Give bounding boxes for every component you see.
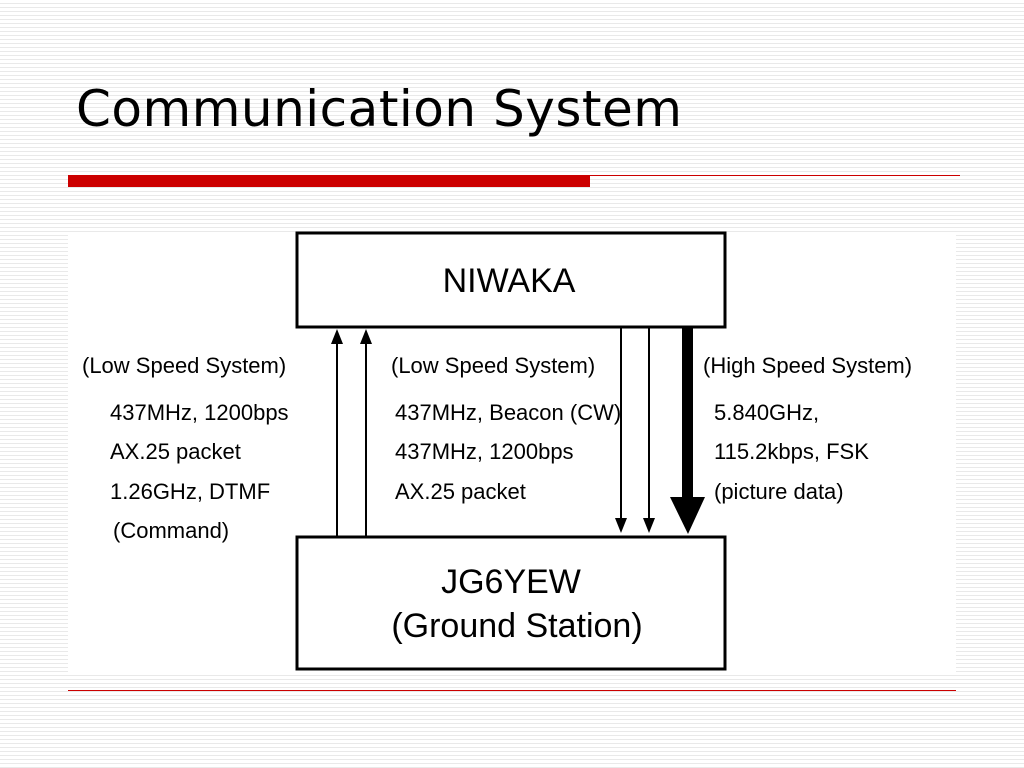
ground-station-box-frame xyxy=(295,535,727,671)
downlink-low-speed-info: (Low Speed System) 437MHz, Beacon (CW) 4… xyxy=(391,353,621,504)
satellite-label: NIWAKA xyxy=(443,262,576,300)
uplink-line-2: AX.25 packet xyxy=(110,439,241,464)
ground-station-callsign: JG6YEW xyxy=(441,563,581,601)
uplink-line-3: 1.26GHz, DTMF xyxy=(110,479,270,504)
downlink-low-line-3: AX.25 packet xyxy=(395,479,526,504)
downlink-low-speed-heading: (Low Speed System) xyxy=(391,353,595,378)
downlink-arrow-1 xyxy=(615,327,627,533)
ground-station-label: (Ground Station) xyxy=(391,607,642,645)
downlink-arrow-2 xyxy=(643,327,655,533)
slide-title: Communication System xyxy=(76,80,683,138)
uplink-low-speed-info: (Low Speed System) 437MHz, 1200bps AX.25… xyxy=(82,353,289,543)
downlink-low-line-1: 437MHz, Beacon (CW) xyxy=(395,400,621,425)
ground-station-box: JG6YEW (Ground Station) xyxy=(295,535,727,671)
downlink-high-line-1: 5.840GHz, xyxy=(714,400,819,425)
downlink-high-speed-heading: (High Speed System) xyxy=(703,353,912,378)
downlink-low-line-2: 437MHz, 1200bps xyxy=(395,439,574,464)
uplink-line-4: (Command) xyxy=(113,518,229,543)
downlink-arrow-high-speed xyxy=(670,327,705,534)
uplink-line-1: 437MHz, 1200bps xyxy=(110,400,289,425)
satellite-box-frame xyxy=(295,231,727,329)
uplink-low-speed-heading: (Low Speed System) xyxy=(82,353,286,378)
downlink-high-line-3: (picture data) xyxy=(714,479,844,504)
satellite-box: NIWAKA xyxy=(295,231,727,329)
uplink-arrow-1 xyxy=(331,329,343,537)
title-underline-thin xyxy=(590,175,960,176)
bottom-divider xyxy=(68,690,956,691)
title-underline-thick xyxy=(68,175,590,187)
downlink-high-line-2: 115.2kbps, FSK xyxy=(714,439,869,464)
downlink-high-speed-info: (High Speed System) 5.840GHz, 115.2kbps,… xyxy=(703,353,912,504)
uplink-arrow-2 xyxy=(360,329,372,537)
